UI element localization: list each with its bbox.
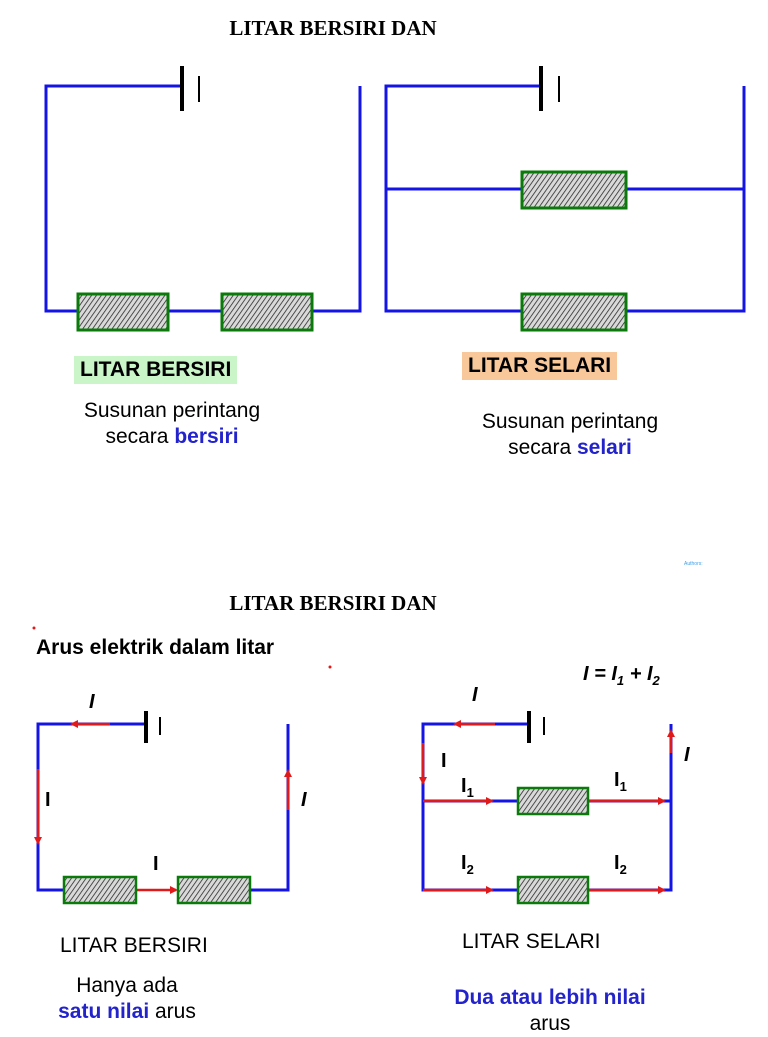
series-resistor-1 <box>62 875 138 905</box>
formula-plus: + <box>624 663 647 685</box>
parallel-branch1-in-label: I1 <box>461 775 474 800</box>
parallel-resistor-1 <box>516 786 590 816</box>
parallel-branch2-out-label: I2 <box>614 852 627 877</box>
series-circuit-diagram <box>44 84 362 313</box>
series-caption-line2: secara bersiri <box>42 424 302 450</box>
parallel-caption-line1: Susunan perintang <box>481 410 659 433</box>
series-description-suffix: arus <box>155 1000 196 1023</box>
series-description-line1: Hanya ada <box>76 974 178 997</box>
formula-i2: I2 <box>646 663 660 688</box>
slide1-circuits <box>44 66 746 332</box>
stray-dot <box>32 626 36 630</box>
series-wire-right <box>250 724 290 892</box>
series-circuit-label-2: LITAR BERSIRI <box>60 934 208 957</box>
authors-footnote: Authors: <box>684 561 703 567</box>
parallel-branch1-out-label: I1 <box>614 769 627 794</box>
parallel-current-left-label: I <box>441 750 447 772</box>
series-description-line2: satu nilai arus <box>12 999 242 1025</box>
slide2-circuits <box>32 626 675 905</box>
series-resistor-2 <box>176 875 252 905</box>
parallel-current-arrows <box>419 720 675 894</box>
series-wire-left <box>36 722 146 892</box>
current-formula: I = I1 + I2 <box>583 663 660 688</box>
parallel-branch2-in-label: I2 <box>461 852 474 877</box>
series-caption: Susunan perintang secara bersiri <box>42 398 302 450</box>
series-caption-prefix: secara <box>105 425 169 448</box>
formula-total-current: I <box>583 663 589 685</box>
formula-i1: I1 <box>611 663 625 688</box>
parallel-battery-2 <box>527 711 545 743</box>
parallel-wire-left <box>384 84 541 313</box>
parallel-wire-right <box>626 86 746 313</box>
parallel-wire-right <box>588 724 673 892</box>
series-current-circuit <box>36 722 290 892</box>
series-description-keyword: satu nilai <box>58 1000 150 1023</box>
series-wire-right <box>312 86 362 313</box>
parallel-description-line2: arus <box>529 1012 571 1035</box>
slide2-heading: Arus elektrik dalam litar <box>36 636 275 659</box>
series-battery-2 <box>144 711 161 743</box>
slide2-title: LITAR BERSIRI DAN <box>229 591 437 615</box>
parallel-current-right-label: I <box>684 744 690 766</box>
parallel-battery <box>539 66 560 111</box>
parallel-circuit-diagram <box>384 84 746 313</box>
parallel-current-top-label: I <box>472 684 478 706</box>
series-current-right-label: I <box>301 789 307 811</box>
slide1-title: LITAR BERSIRI DAN <box>229 16 437 40</box>
slide-series-parallel-arrangement: LITAR BERSIRI DAN LITAR BERSIRI Sus <box>42 16 746 567</box>
parallel-description: Dua atau lebih nilai arus <box>410 985 690 1037</box>
series-resistor-1 <box>76 292 170 332</box>
parallel-wire-left <box>421 722 529 892</box>
parallel-caption-prefix: secara <box>508 436 572 459</box>
series-wire-left <box>44 84 182 313</box>
series-current-arrows <box>34 720 292 894</box>
series-description: Hanya ada satu nilai arus <box>12 973 242 1025</box>
series-caption-keyword: bersiri <box>174 425 239 448</box>
series-caption-line1: Susunan perintang <box>83 399 261 422</box>
formula-equals: = <box>588 663 612 685</box>
stray-dot <box>328 665 332 669</box>
parallel-resistor-1 <box>520 170 628 210</box>
parallel-circuit-label-2: LITAR SELARI <box>462 930 601 953</box>
parallel-circuit-label: LITAR SELARI <box>462 352 618 380</box>
parallel-caption-keyword: selari <box>576 436 632 459</box>
series-current-middle-label: I <box>153 853 159 875</box>
series-battery <box>180 66 200 111</box>
slide-electric-current: LITAR BERSIRI DAN Arus elektrik dalam li… <box>0 575 768 1035</box>
series-current-left-label: I <box>45 789 51 811</box>
parallel-resistor-2 <box>516 875 590 905</box>
parallel-caption-line2: secara selari <box>440 435 700 461</box>
parallel-description-keyword: Dua atau lebih nilai <box>454 986 646 1009</box>
parallel-caption: Susunan perintang secara selari <box>440 409 700 461</box>
series-resistor-2 <box>220 292 314 332</box>
series-current-top-label: I <box>89 691 95 713</box>
series-circuit-label: LITAR BERSIRI <box>74 356 238 384</box>
parallel-resistor-2 <box>520 292 628 332</box>
